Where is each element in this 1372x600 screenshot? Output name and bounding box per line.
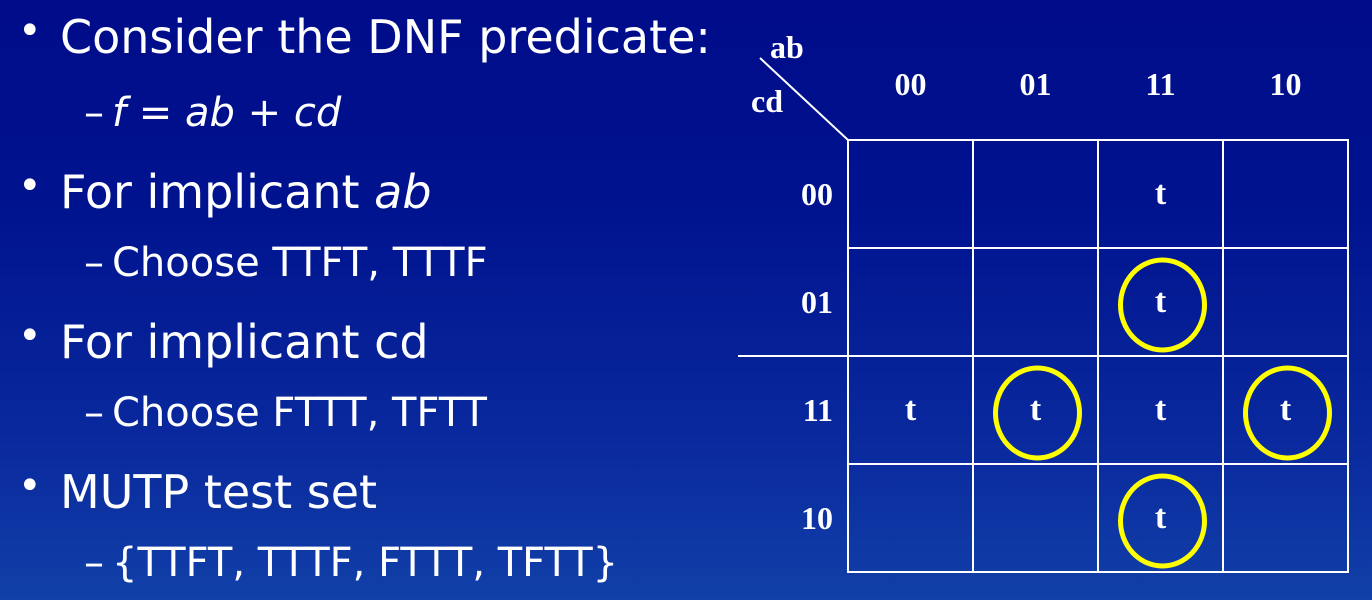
kmap-cell-value: t — [1280, 391, 1292, 428]
col-var-label: ab — [770, 29, 804, 65]
sub-bullet-formula: – f = ab + cd — [84, 90, 341, 136]
bullet-implicant-ab-text: For implicant — [60, 165, 375, 219]
formula-text: f = ab + cd — [112, 90, 342, 136]
kmap-circle — [993, 365, 1082, 461]
choose-ab-text: Choose TTFT, TTTF — [112, 240, 488, 286]
dash-2: – — [84, 240, 104, 286]
bullet-list: • Consider the DNF predicate: – f = ab +… — [0, 0, 740, 600]
kmap-diagonal — [759, 57, 849, 141]
kmap-circle — [1118, 473, 1207, 569]
kmap-circles — [993, 257, 1332, 569]
bullet-mutp-text: MUTP test set — [60, 465, 378, 519]
kmap-cells: t t t t t t t — [905, 175, 1292, 536]
row-header: 01 — [801, 284, 833, 320]
kmap-cell-value: t — [1155, 391, 1167, 428]
bullet-implicant-cd: For implicant cd — [60, 315, 429, 369]
bullet-implicant-cd-text: For implicant cd — [60, 315, 429, 369]
bullet-dot-1: • — [18, 8, 42, 54]
kmap-cell-value: t — [1155, 175, 1167, 212]
bullet-mutp: MUTP test set — [60, 465, 377, 519]
bullet-dot-3: • — [18, 313, 42, 359]
kmap-headers: 00 01 11 10 00 01 11 10 — [801, 66, 1302, 536]
kmap-circle — [1118, 257, 1207, 353]
row-header: 10 — [801, 500, 833, 536]
kmap-cell-value: t — [905, 391, 917, 428]
choose-cd-text: Choose FTTT, TFTT — [112, 390, 487, 436]
sub-bullet-test-set: – {TTFT, TTTF, FTTT, TFTT} — [84, 540, 618, 586]
kmap-cell-value: t — [1155, 499, 1167, 536]
col-header: 10 — [1270, 66, 1302, 102]
bullet-dot-4: • — [18, 463, 42, 509]
bullet-consider: Consider the DNF predicate: — [60, 10, 711, 64]
kmap-circle — [1243, 365, 1332, 461]
sub-bullet-choose-ab: – Choose TTFT, TTTF — [84, 240, 488, 286]
kmap-grid — [738, 139, 1349, 573]
bullet-dot-2: • — [18, 163, 42, 209]
bullet-implicant-ab: For implicant ab — [60, 165, 432, 219]
test-set-text: {TTFT, TTTF, FTTT, TFTT} — [112, 540, 619, 586]
col-header: 00 — [895, 66, 927, 102]
col-header: 11 — [1145, 66, 1175, 102]
row-var-label: cd — [751, 83, 783, 119]
bullet-implicant-ab-var: ab — [374, 165, 432, 219]
col-header: 01 — [1020, 66, 1052, 102]
row-header: 00 — [801, 176, 833, 212]
sub-bullet-choose-cd: – Choose FTTT, TFTT — [84, 390, 487, 436]
dash-3: – — [84, 390, 104, 436]
row-header: 11 — [803, 392, 833, 428]
kmap-cell-value: t — [1155, 283, 1167, 320]
dash-4: – — [84, 540, 104, 586]
kmap-cell-value: t — [1030, 391, 1042, 428]
bullet-consider-text: Consider the DNF predicate: — [60, 10, 711, 64]
dash-1: – — [84, 90, 104, 136]
